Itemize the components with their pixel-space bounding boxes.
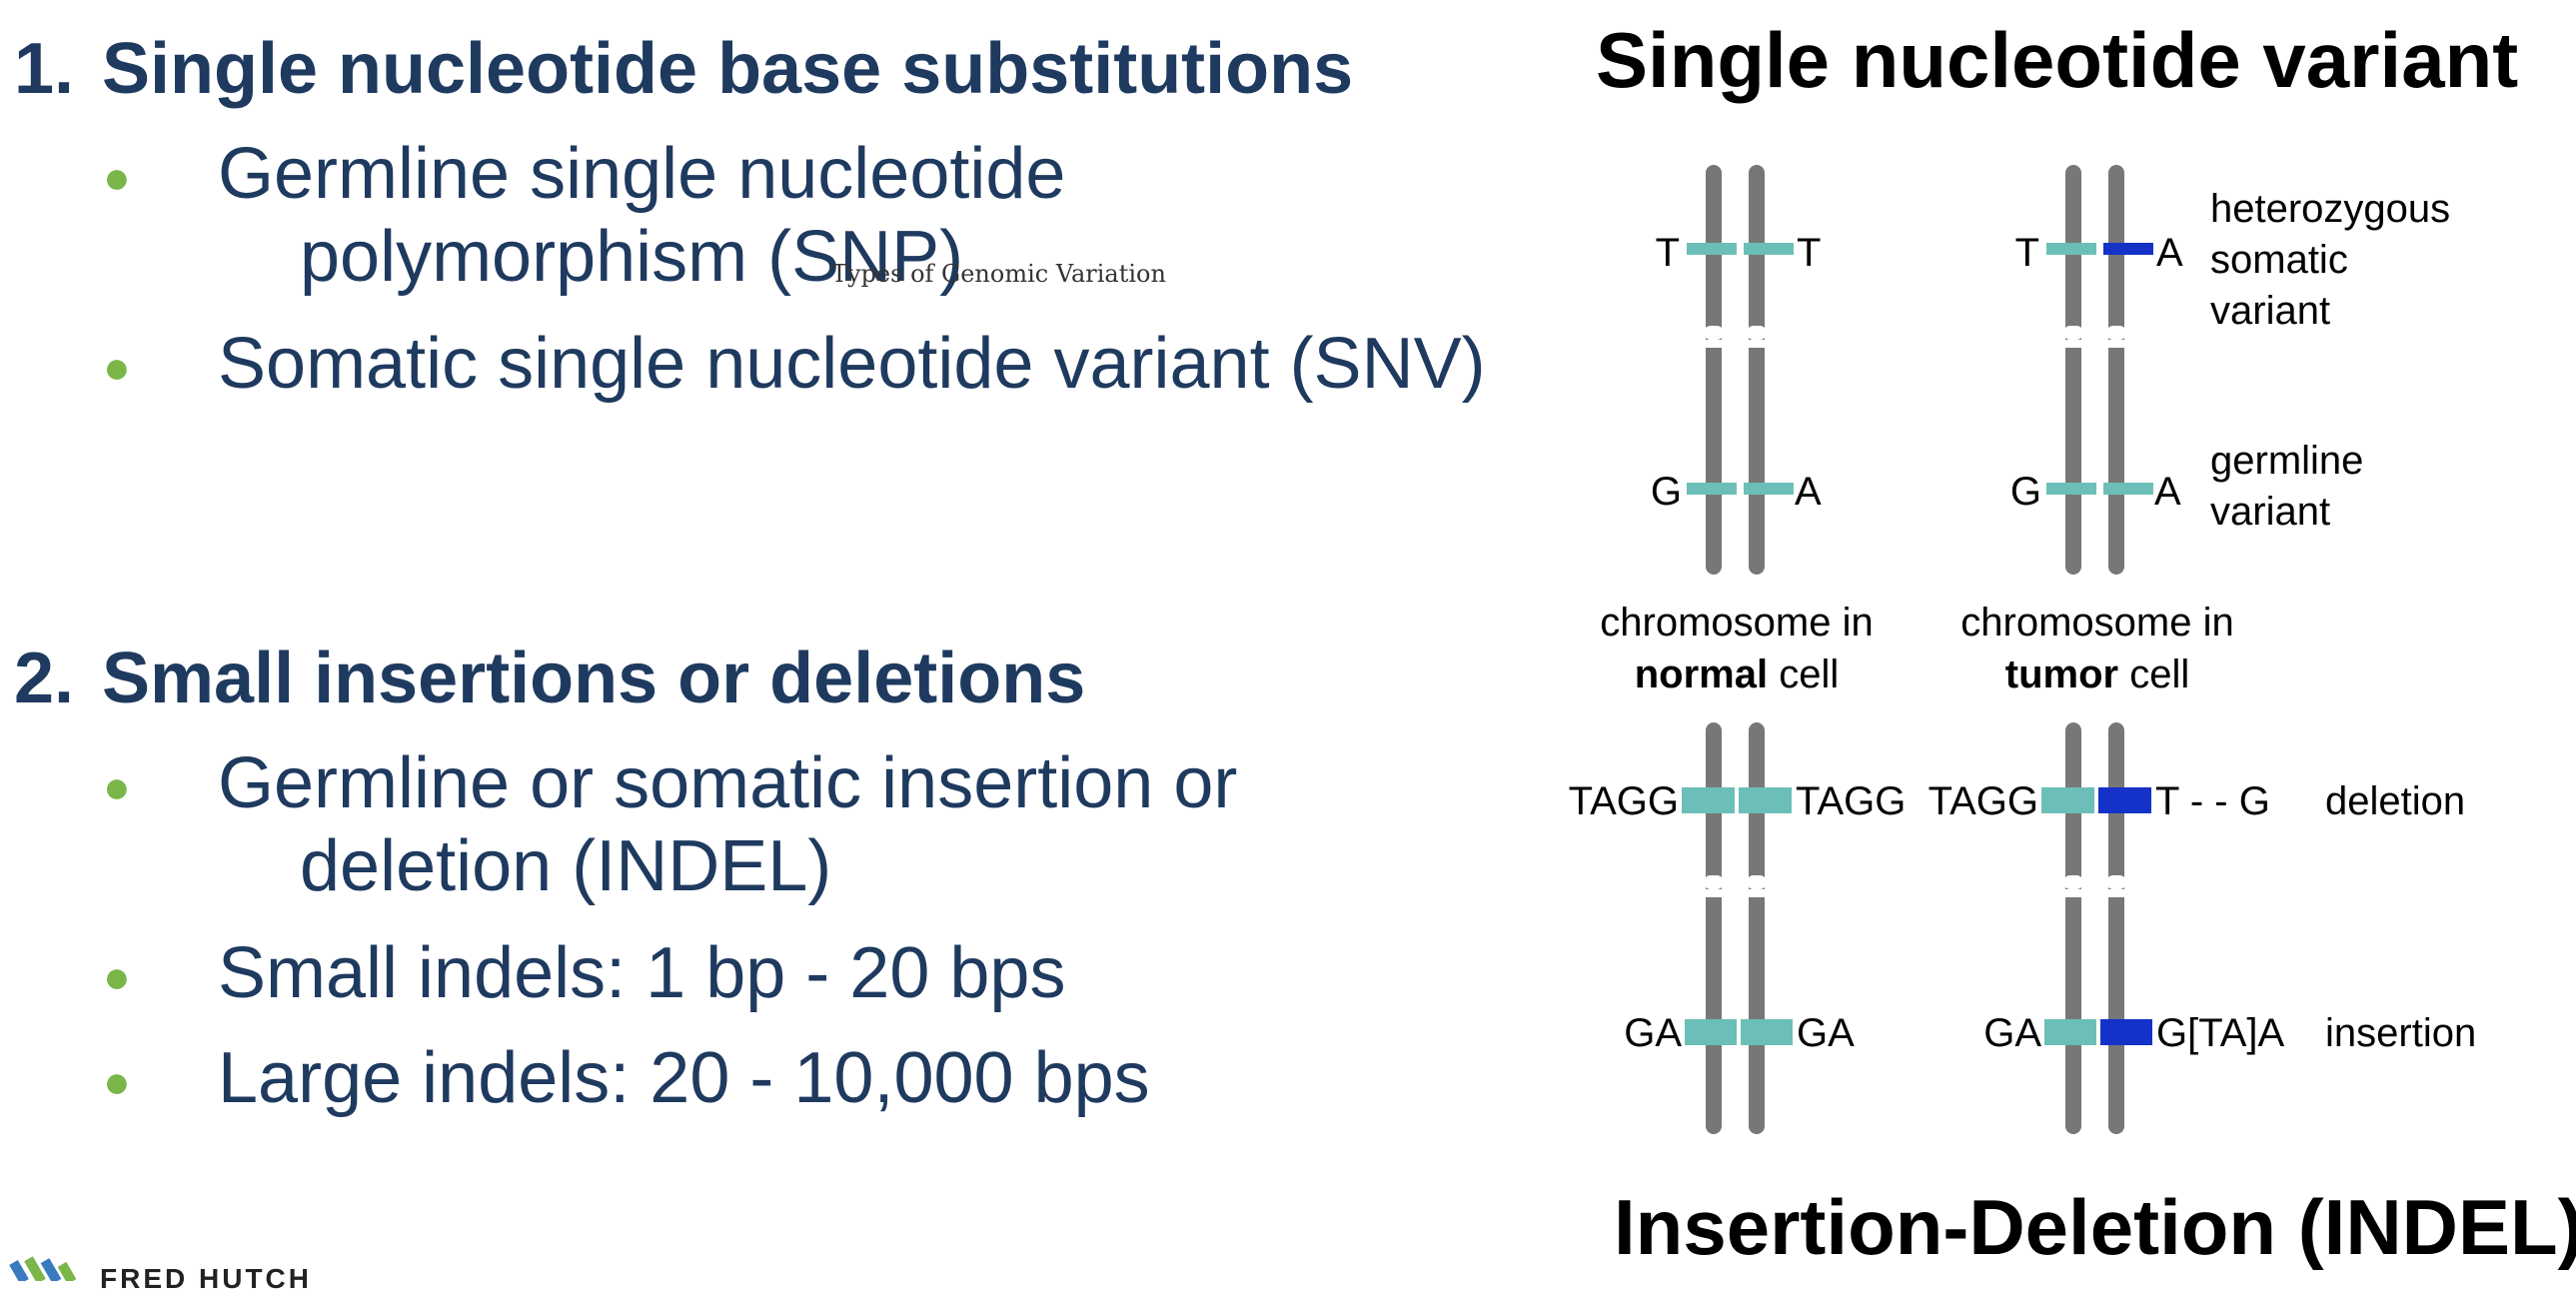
snv-normal-top-right-band — [1744, 243, 1794, 255]
section-2-heading: 2. Small insertions or deletions — [14, 638, 1085, 719]
section-2-number: 2. — [14, 639, 75, 718]
indel-tumor-bottom-left-seq: GA — [1983, 1011, 2041, 1055]
caption-normal-line2: normal cell — [1635, 652, 1840, 696]
snv-normal-top-left-band — [1687, 243, 1737, 255]
caption-tumor-bold: tumor — [2005, 652, 2118, 696]
bullet-germline-somatic-indel-cont: deletion (INDEL) — [300, 826, 832, 906]
snv-normal-bottom-left-band — [1687, 483, 1737, 495]
snv-tumor-bottom-left-band — [2046, 483, 2096, 495]
snv-tumor-top-left-base: T — [2015, 231, 2039, 275]
indel-normal-top-right-band — [1739, 787, 1792, 813]
snv-normal-bottom-left-base: G — [1651, 470, 1682, 514]
snv-tumor-top-right-band-variant — [2103, 243, 2153, 255]
bullet-dot: ● — [103, 950, 131, 1002]
bullet-germline-snp: Germline single nucleotide — [218, 134, 1066, 214]
indel-normal-top-left-band — [1682, 787, 1735, 813]
indel-normal-chromosome-pair — [1704, 722, 1767, 1134]
bullet-dot: ● — [103, 341, 131, 393]
section-2-title: Small insertions or deletions — [102, 639, 1086, 718]
label-germline: germline — [2210, 439, 2363, 483]
indel-normal-bottom-right-seq: GA — [1797, 1011, 1855, 1055]
snv-tumor-bottom-left-base: G — [2010, 470, 2041, 514]
indel-tumor-top-right-seq: T - - G — [2155, 779, 2270, 823]
indel-normal-top-right-seq: TAGG — [1796, 779, 1906, 823]
indel-tumor-top-left-band — [2041, 787, 2094, 813]
bullet-dot: ● — [103, 151, 131, 203]
caption-normal-line1: chromosome in — [1600, 601, 1873, 645]
bullet-germline-somatic-indel: Germline or somatic insertion or — [218, 743, 1238, 823]
snv-tumor-bottom-right-base: A — [2154, 470, 2181, 514]
label-deletion: deletion — [2325, 779, 2465, 823]
label-germline-variant: variant — [2210, 490, 2330, 534]
bullet-somatic-snv: Somatic single nucleotide variant (SNV) — [218, 324, 1486, 404]
bullet-large-indels: Large indels: 20 - 10,000 bps — [218, 1038, 1150, 1118]
indel-normal-bottom-left-seq: GA — [1624, 1011, 1682, 1055]
caption-normal-bold: normal — [1635, 652, 1768, 696]
caption-tumor-rest: cell — [2118, 652, 2189, 696]
snv-tumor-bottom-right-band — [2103, 483, 2153, 495]
bullet-small-indels: Small indels: 1 bp - 20 bps — [218, 933, 1066, 1013]
snv-tumor-chromosome-pair — [2063, 165, 2126, 575]
indel-tumor-chromosome-pair — [2063, 722, 2126, 1134]
snv-normal-bottom-right-band — [1744, 483, 1794, 495]
indel-tumor-bottom-left-band — [2044, 1019, 2096, 1045]
indel-tumor-top-right-band-deletion — [2098, 787, 2151, 813]
section-1-title: Single nucleotide base substitutions — [102, 29, 1354, 109]
label-variant: variant — [2210, 289, 2330, 333]
snv-normal-chromosome-pair — [1704, 165, 1767, 575]
section-1-number: 1. — [14, 29, 75, 109]
caption-normal-rest: cell — [1768, 652, 1839, 696]
bullet-dot: ● — [103, 760, 131, 812]
indel-tumor-bottom-right-seq: G[TA]A — [2156, 1011, 2284, 1055]
bullet-germline-snp-cont: polymorphism (SNP) — [300, 217, 964, 297]
label-insertion: insertion — [2325, 1011, 2476, 1055]
overlay-caption: Types of Genomic Variation — [831, 260, 1166, 288]
diagram-title-snv: Single nucleotide variant — [1596, 16, 2519, 104]
indel-tumor-bottom-right-band-insertion — [2100, 1019, 2152, 1045]
snv-normal-bottom-right-base: A — [1795, 470, 1822, 514]
indel-normal-bottom-right-band — [1741, 1019, 1793, 1045]
snv-normal-top-left-base: T — [1656, 231, 1680, 275]
snv-tumor-top-left-band — [2046, 243, 2096, 255]
caption-tumor-line1: chromosome in — [1960, 601, 2233, 645]
indel-tumor-top-left-seq: TAGG — [1929, 779, 2038, 823]
caption-tumor-line2: tumor cell — [2005, 652, 2189, 696]
snv-normal-top-right-base: T — [1797, 231, 1821, 275]
indel-normal-top-left-seq: TAGG — [1569, 779, 1679, 823]
label-somatic: somatic — [2210, 238, 2348, 282]
section-1-heading: 1. Single nucleotide base substitutions — [14, 28, 1353, 110]
snv-tumor-top-right-base: A — [2156, 231, 2183, 275]
indel-normal-bottom-left-band — [1685, 1019, 1737, 1045]
diagram-title-indel: Insertion-Deletion (INDEL) — [1614, 1183, 2576, 1271]
label-heterozygous: heterozygous — [2210, 187, 2450, 231]
bullet-dot: ● — [103, 1055, 131, 1107]
